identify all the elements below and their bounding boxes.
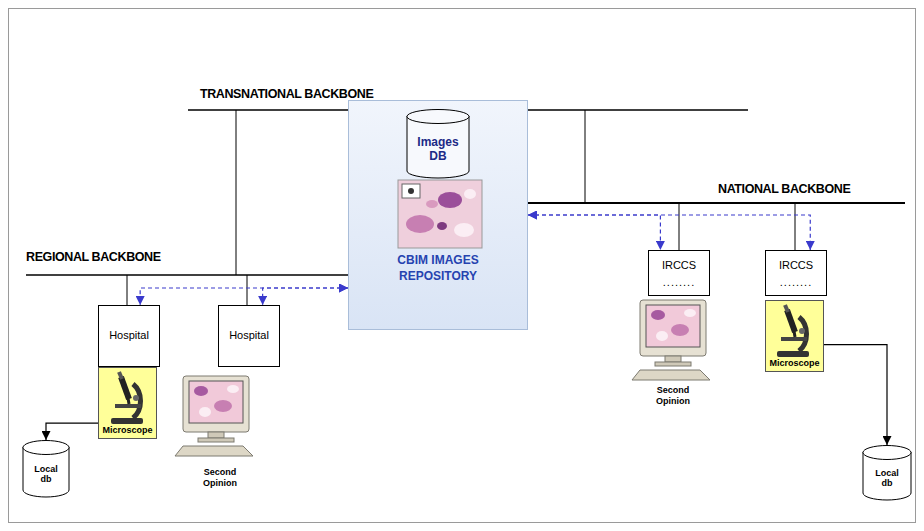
backbone-label: NATIONAL BACKBONE	[718, 182, 850, 196]
node-text: Hospital	[229, 329, 269, 342]
histology-image	[398, 180, 482, 248]
node-text: ........	[780, 276, 812, 288]
backbone-drop	[247, 275, 248, 305]
backbone-drop	[795, 203, 796, 250]
repository-panel: CBIM IMAGES REPOSITORY Images DB	[348, 100, 528, 330]
node-text: IRCCS	[779, 259, 813, 272]
label-holder: NATIONAL BACKBONE	[718, 179, 850, 197]
node-text: Local db	[872, 468, 902, 489]
backbone-drop	[679, 203, 680, 250]
microscope-box: Microscope	[765, 300, 824, 372]
storage-arrow	[824, 345, 887, 445]
institute-box: IRCCS........	[765, 250, 827, 296]
local-db-cylinder: Local db	[862, 445, 912, 501]
cylinder-top	[407, 110, 469, 124]
hospital-box: Hospital	[98, 305, 160, 367]
node-text: Local db	[31, 464, 61, 485]
cylinder-top	[863, 446, 911, 460]
backbone-label: REGIONAL BACKBONE	[26, 250, 161, 264]
tissue-cell	[426, 200, 438, 208]
institute-box: IRCCS........	[648, 250, 710, 296]
database-cylinder: Images DB	[406, 109, 470, 179]
backbone-link	[236, 110, 237, 275]
image-inset	[402, 184, 420, 198]
backbone-label: TRANSNATIONAL BACKBONE	[200, 87, 373, 101]
tissue-cell	[454, 223, 474, 237]
microscope-box: Microscope	[98, 367, 157, 439]
workstation: Second Opinion	[628, 296, 718, 408]
tissue-cell	[437, 222, 447, 230]
node-text: Microscope	[769, 358, 819, 368]
tissue-cell	[406, 215, 434, 233]
regional-backbone-line	[26, 274, 348, 276]
node-text: IRCCS	[662, 259, 696, 272]
tissue-cell	[464, 189, 476, 199]
node-text: Hospital	[109, 329, 149, 342]
storage-arrow	[46, 423, 98, 440]
computer-icon	[175, 376, 253, 456]
tissue-cell	[438, 192, 462, 208]
node-text: ........	[663, 276, 695, 288]
data-flow-arrow	[528, 215, 810, 250]
image-frame	[398, 180, 482, 248]
node-text: Second Opinion	[648, 385, 698, 406]
backbone-link	[585, 110, 586, 203]
microscope-icon	[777, 305, 809, 357]
image-inset-dot	[408, 188, 414, 194]
frame	[9, 9, 916, 523]
node-text: Second Opinion	[195, 467, 245, 488]
label-holder: TRANSNATIONAL BACKBONE	[200, 84, 373, 102]
node-text: Images DB	[412, 135, 464, 164]
data-flow-arrow	[528, 215, 660, 250]
cylinder-body	[407, 116, 469, 178]
workstation: Second Opinion	[175, 372, 265, 490]
cylinder-top	[23, 441, 69, 455]
computer-icon	[632, 300, 710, 380]
backbone-drop	[127, 275, 128, 305]
node-text: CBIM IMAGES REPOSITORY	[358, 253, 518, 284]
label-holder: REGIONAL BACKBONE	[26, 247, 161, 265]
node-text: Microscope	[102, 425, 152, 435]
data-flow-arrow	[140, 288, 348, 305]
local-db-cylinder: Local db	[22, 440, 70, 498]
hospital-box: Hospital	[218, 305, 280, 367]
microscope-icon	[111, 372, 143, 424]
data-flow-arrow	[263, 288, 348, 305]
